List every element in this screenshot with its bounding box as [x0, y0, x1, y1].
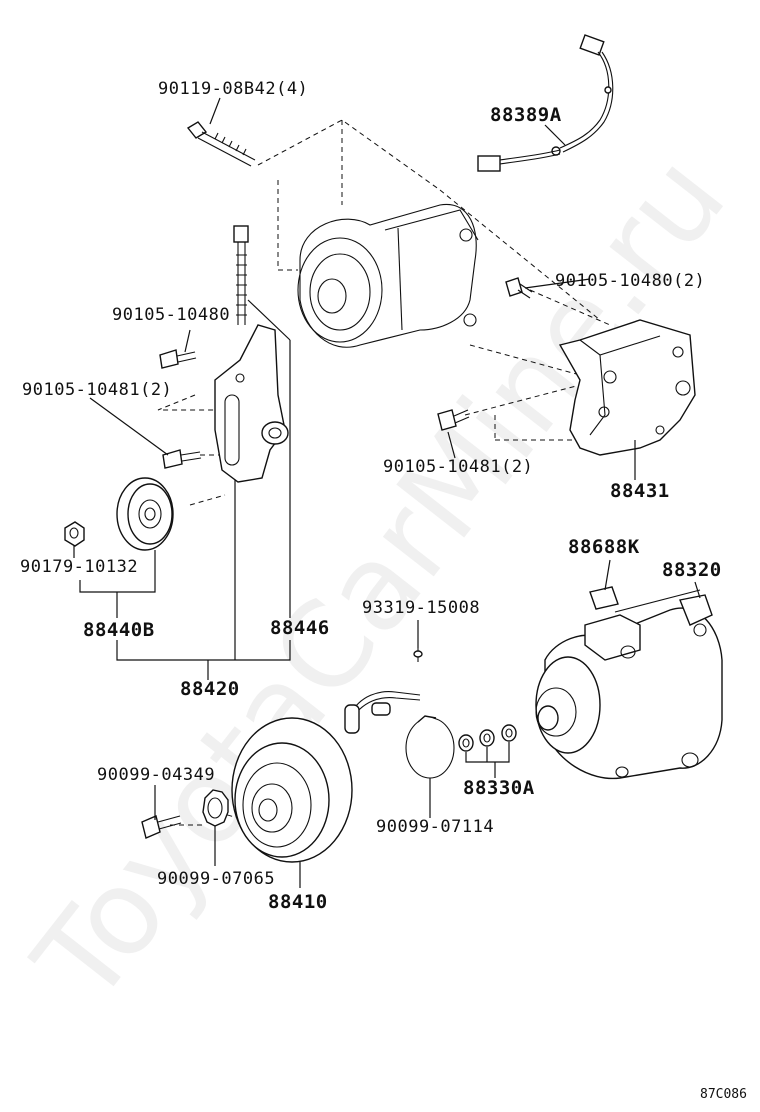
label-bolt-left-lower: 90105-10481(2) — [22, 380, 172, 400]
compressor-ghost — [297, 203, 479, 348]
screw-part[interactable] — [413, 648, 423, 662]
label-idler: 88440B — [83, 619, 155, 641]
label-clutch-bolt: 90099-04349 — [97, 765, 215, 785]
label-tensioner-bracket: 88446 — [270, 617, 330, 639]
label-nut: 90179-10132 — [20, 557, 138, 577]
bolt-left-mid[interactable] — [159, 349, 197, 369]
compressor-bracket-part[interactable] — [558, 319, 696, 456]
snap-ring-part[interactable] — [405, 715, 455, 779]
label-compressor: 88320 — [662, 559, 722, 581]
wire-harness-part[interactable] — [477, 34, 614, 172]
label-bracket: 88431 — [610, 480, 670, 502]
watermark: ToyotaCarMine.ru — [8, 130, 752, 1028]
leader-lines — [73, 97, 701, 888]
label-assy: 88420 — [180, 678, 240, 700]
label-bolt-right-top: 90105-10480(2) — [555, 271, 705, 291]
magnetic-clutch-part[interactable] — [231, 691, 421, 863]
vertical-bolt[interactable] — [233, 225, 249, 325]
bolt-right-top[interactable] — [505, 277, 533, 299]
long-bolt-top[interactable] — [186, 121, 256, 167]
label-harness: 88389A — [490, 104, 562, 126]
label-screw: 93319-15008 — [362, 598, 480, 618]
label-label-plate: 88688K — [568, 536, 640, 558]
nut-part[interactable] — [64, 521, 85, 547]
figure-code: 87C086 — [700, 1087, 747, 1102]
label-washer: 90099-07065 — [157, 869, 275, 889]
bolt-left-lower[interactable] — [162, 449, 202, 469]
clutch-bolt-part[interactable] — [141, 815, 182, 839]
label-clutch: 88410 — [268, 891, 328, 913]
shims-part[interactable] — [458, 724, 517, 752]
idler-pulley-part[interactable] — [116, 477, 174, 551]
washer-part[interactable] — [202, 789, 229, 827]
label-snap-ring: 90099-07114 — [376, 817, 494, 837]
label-bolt-left-mid: 90105-10480 — [112, 305, 230, 325]
label-bolt-top: 90119-08B42(4) — [158, 79, 308, 99]
compressor-part[interactable] — [535, 589, 723, 780]
tensioner-bracket-part[interactable] — [214, 324, 289, 483]
label-shims: 88330A — [463, 777, 535, 799]
label-plate-part[interactable] — [589, 586, 619, 610]
label-bolt-right-lower: 90105-10481(2) — [383, 457, 533, 477]
bolt-right-lower[interactable] — [437, 409, 470, 431]
